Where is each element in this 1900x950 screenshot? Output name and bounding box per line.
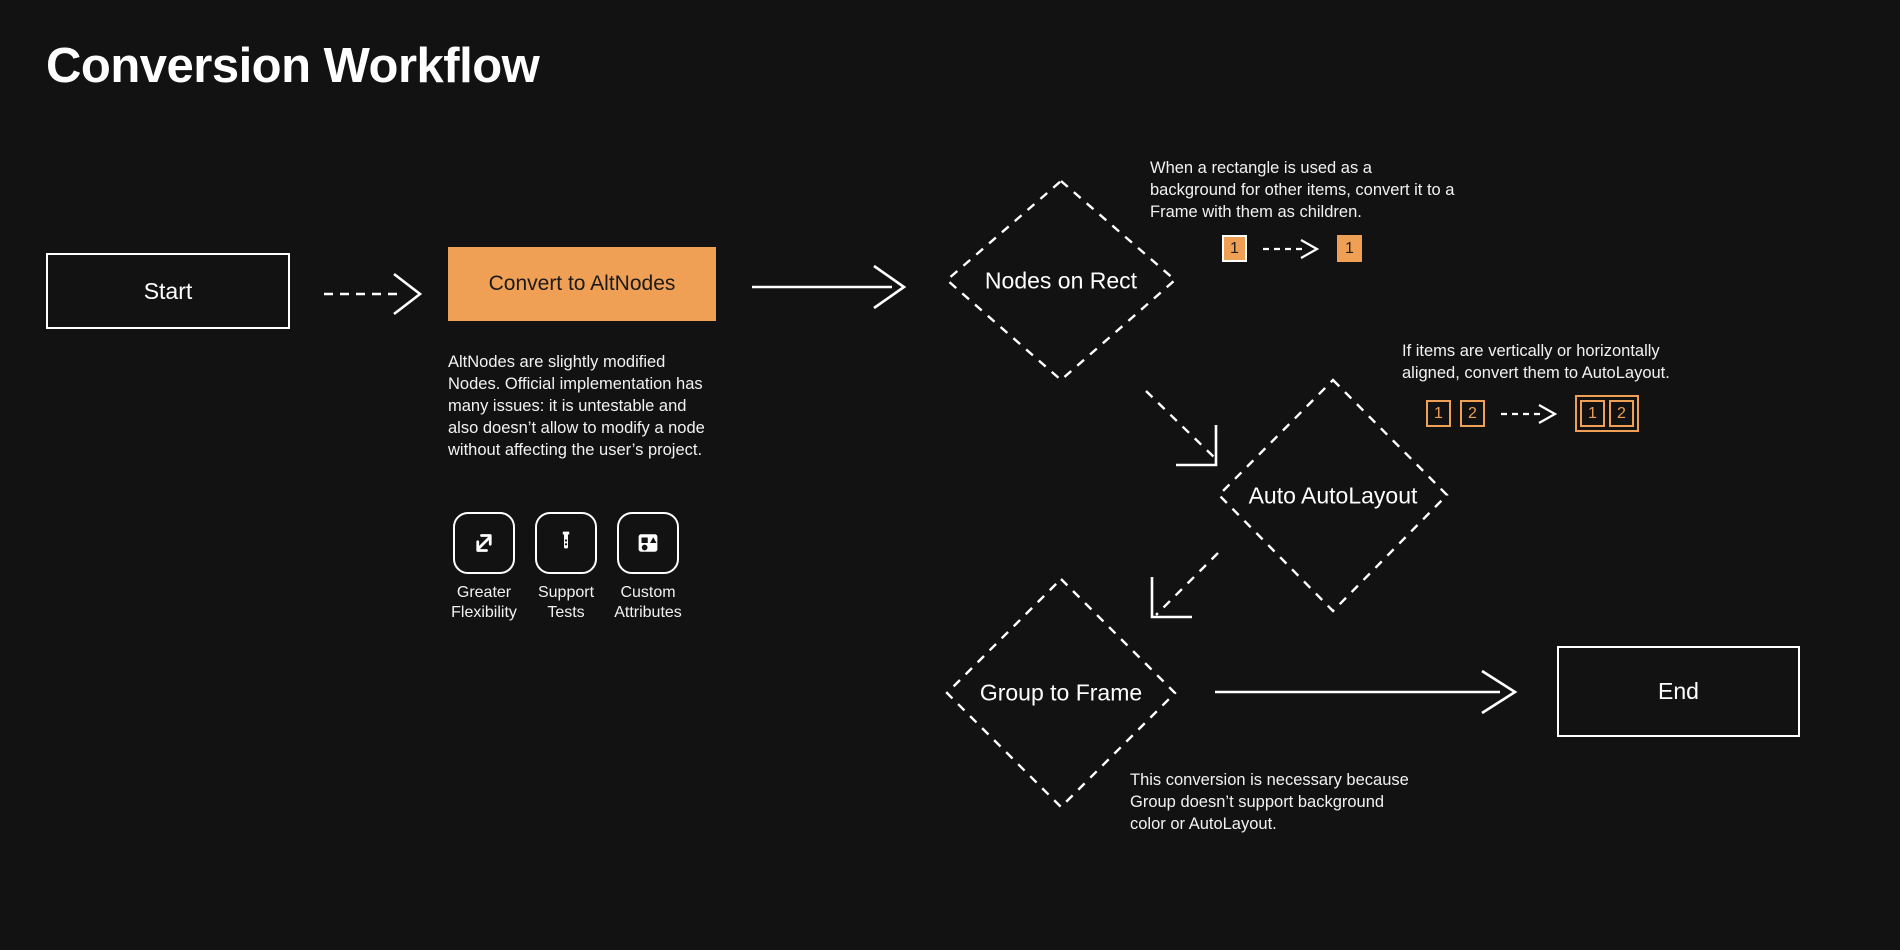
dashed-arrow-icon [1501,403,1558,424]
description-altnodes: AltNodes are slightly modified Nodes. Of… [448,353,705,459]
connector-convert-to-nodes-on-rect [752,264,907,310]
connector-group-to-frame-to-end [1215,669,1518,715]
diamond-outline [1217,378,1449,613]
badge-grouped-item-2: 2 [1609,400,1634,427]
feature-custom-attributes[interactable]: Custom Attributes [614,512,682,623]
connector-nodes-on-rect-to-auto-autolayout [1145,390,1219,467]
node-group-to-frame[interactable]: Group to Frame [944,576,1178,810]
connector-auto-autolayout-to-group-to-frame [1150,552,1219,619]
feature-custom-attributes-label: Custom Attributes [614,584,682,621]
node-convert-label: Convert to AltNodes [488,272,676,295]
node-convert-to-altnodes[interactable]: Convert to AltNodes [448,247,716,321]
badge-frame-1: 1 [1337,235,1362,262]
feature-support-tests[interactable]: Support Tests [534,512,598,623]
description-nodes-on-rect: When a rectangle is used as a background… [1150,159,1455,221]
badge-rectangle-1: 1 [1222,235,1247,262]
test-tube-icon [535,512,597,574]
badge-item-1: 1 [1426,400,1451,427]
node-end-label: End [1658,678,1699,704]
connector-start-to-convert [324,272,423,316]
feature-greater-flexibility-label: Greater Flexibility [451,584,517,621]
dashed-arrow-icon [1263,238,1320,259]
feature-list: Greater Flexibility Support Tests [451,512,682,623]
badge-autolayout-group: 1 2 [1575,395,1639,432]
badge-illustration-nodes-on-rect: 1 1 [1222,235,1362,262]
feature-support-tests-label: Support Tests [537,584,595,621]
badge-item-2: 2 [1460,400,1485,427]
description-group-to-frame: This conversion is necessary because Gro… [1130,771,1409,833]
shapes-icon [617,512,679,574]
feature-greater-flexibility[interactable]: Greater Flexibility [451,512,517,623]
node-start-label: Start [143,277,193,304]
node-group-to-frame-label: Group to Frame [979,679,1143,706]
badge-illustration-auto-autolayout: 1 2 1 2 [1426,395,1639,432]
description-auto-autolayout: If items are vertically or horizontally … [1402,342,1670,382]
node-end[interactable]: End [1557,646,1800,737]
badge-grouped-item-1: 1 [1580,400,1605,427]
node-auto-autolayout[interactable]: Auto AutoLayout [1216,377,1450,614]
page-title: Conversion Workflow [46,39,540,93]
node-nodes-on-rect[interactable]: Nodes on Rect [944,178,1178,383]
node-nodes-on-rect-label: Nodes on Rect [984,267,1138,293]
expand-arrows-icon [453,512,515,574]
node-start[interactable]: Start [46,253,290,329]
node-auto-autolayout-label: Auto AutoLayout [1248,482,1418,508]
diamond-outline [945,577,1177,809]
